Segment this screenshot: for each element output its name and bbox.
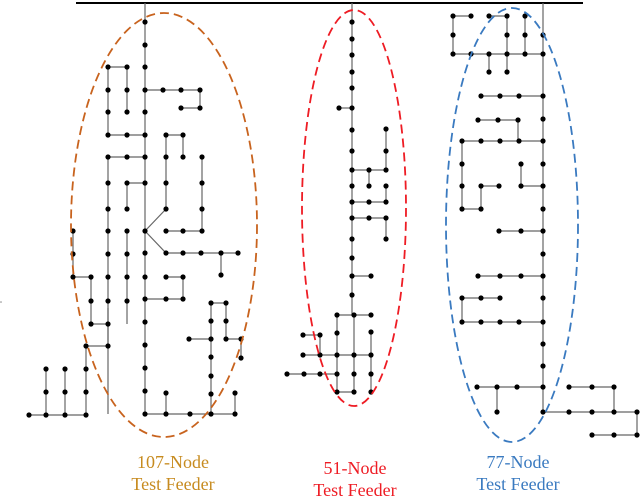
feeder-107-network — [29, 3, 242, 416]
feeder-77-nodes — [450, 13, 640, 438]
feeder-51-title: 51-Node — [323, 458, 387, 478]
feeder-107-boundary — [70, 12, 258, 438]
feeder-77-label: 77-Node Test Feeder — [458, 451, 578, 495]
feeder-51-boundary — [301, 9, 407, 407]
feeder-77-subtitle: Test Feeder — [476, 474, 560, 494]
feeder-107-subtitle: Test Feeder — [131, 474, 215, 494]
feeder-107-title: 107-Node — [137, 452, 209, 472]
edge-tick-mark — [0, 301, 2, 303]
feeder-77-boundary — [445, 7, 579, 443]
feeder-51-subtitle: Test Feeder — [313, 480, 397, 500]
feeder-77-network — [452, 3, 638, 436]
feeder-51-label: 51-Node Test Feeder — [295, 457, 415, 501]
feeder-107-label: 107-Node Test Feeder — [108, 451, 238, 495]
feeder-77-title: 77-Node — [486, 452, 550, 472]
feeder-107-nodes — [26, 19, 244, 418]
